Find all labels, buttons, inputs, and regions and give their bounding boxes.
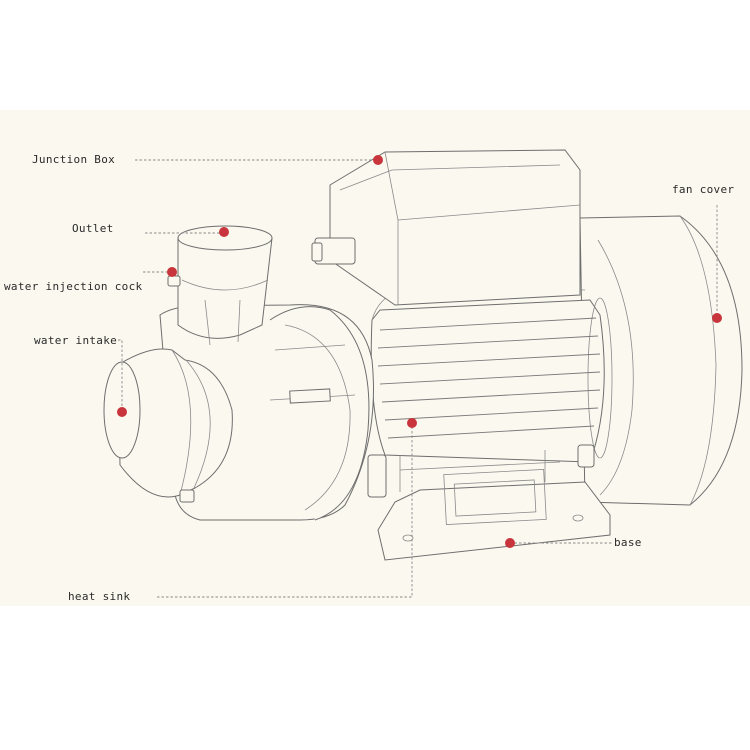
label-outlet: Outlet: [72, 222, 114, 235]
water-intake-marker: [117, 407, 127, 417]
pump-diagram: Junction Box Outlet water injection cock…: [0, 110, 750, 606]
label-fan-cover: fan cover: [672, 183, 734, 196]
junction-box-marker: [373, 155, 383, 165]
label-water-injection-cock: water injection cock: [4, 280, 142, 293]
label-heat-sink: heat sink: [68, 590, 130, 603]
outlet-marker: [219, 227, 229, 237]
pump-drawing: [0, 110, 750, 606]
label-junction-box: Junction Box: [32, 153, 115, 166]
fan-cover-marker: [712, 313, 722, 323]
heat-sink-marker: [407, 418, 417, 428]
base-marker: [505, 538, 515, 548]
outlet-pipe: [168, 226, 272, 345]
label-base: base: [614, 536, 642, 549]
junction-box-shape: [312, 150, 580, 305]
water-injection-cock-marker: [167, 267, 177, 277]
label-water-intake: water intake: [34, 334, 117, 347]
